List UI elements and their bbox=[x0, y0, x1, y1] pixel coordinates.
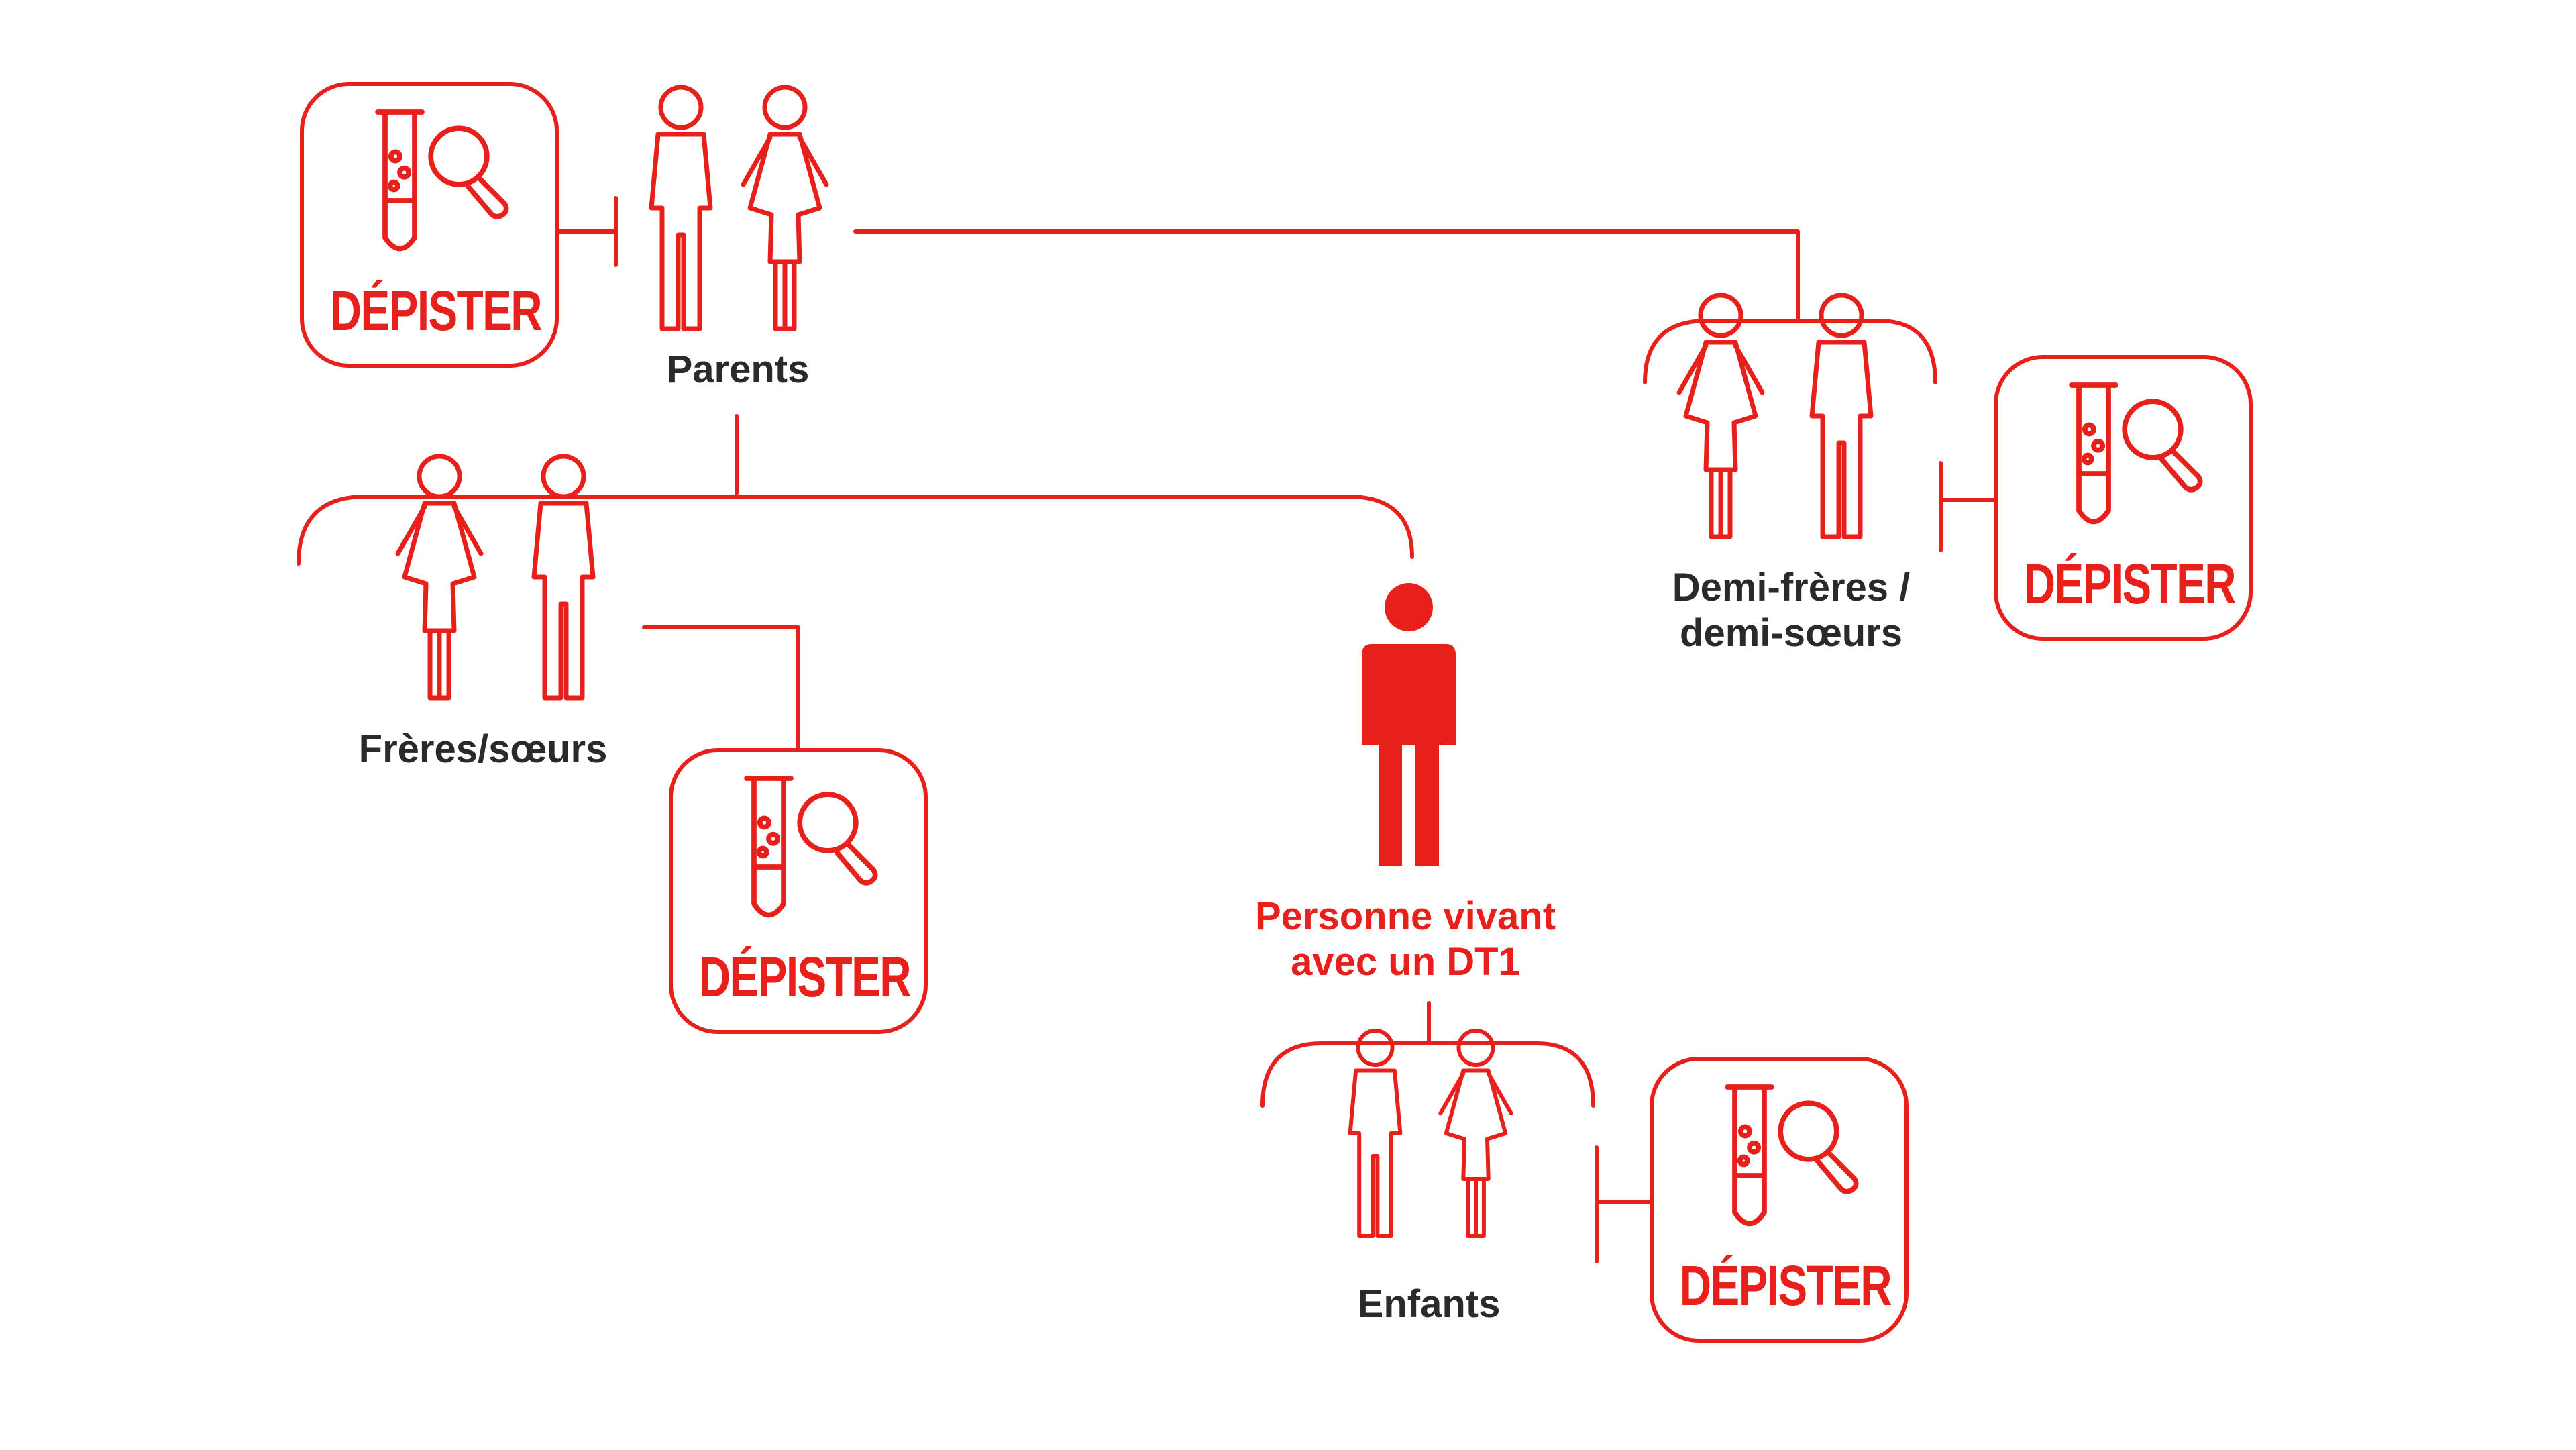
children-label: Enfants bbox=[1357, 1282, 1501, 1326]
screening-box-siblings bbox=[669, 748, 928, 1034]
screen-label-children: DÉPISTER bbox=[1679, 1254, 1892, 1317]
person-icon bbox=[1362, 583, 1456, 866]
screen-label-siblings: DÉPISTER bbox=[698, 945, 912, 1008]
couple-icon-parents bbox=[651, 87, 826, 329]
siblings-label: Frères/sœurs bbox=[358, 727, 608, 771]
connector-lines bbox=[297, 196, 1998, 1263]
screening-box-children bbox=[1650, 1057, 1909, 1343]
screening-box-half-siblings bbox=[1994, 355, 2253, 641]
children-icon bbox=[1350, 1031, 1511, 1236]
person-label: Personne vivant avec un DT1 bbox=[1254, 894, 1556, 984]
screen-label-half-siblings: DÉPISTER bbox=[2023, 552, 2237, 615]
couple-icon-half-siblings bbox=[1679, 295, 1871, 537]
screening-box-parents bbox=[300, 82, 559, 368]
half-siblings-label: Demi-frères / demi-sœurs bbox=[1672, 566, 1911, 655]
screen-label-parents: DÉPISTER bbox=[329, 279, 543, 342]
couple-icon-siblings bbox=[398, 456, 593, 698]
parents-label: Parents bbox=[666, 348, 810, 391]
